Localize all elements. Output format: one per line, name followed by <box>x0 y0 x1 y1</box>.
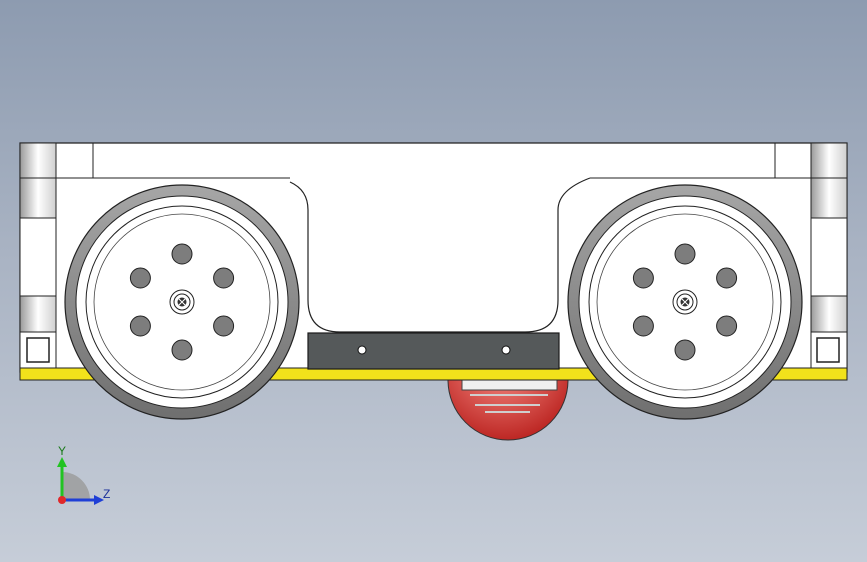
bolt-hole <box>716 267 738 289</box>
bolt-hole <box>129 315 151 337</box>
right-wheel-bolts <box>632 243 738 361</box>
bolt-hole <box>674 339 696 361</box>
bolt-hole <box>674 243 696 265</box>
bracket-hole-right <box>501 345 511 355</box>
center-bracket <box>307 332 560 370</box>
bolt-hole <box>213 267 235 289</box>
bolt-hole <box>716 315 738 337</box>
y-axis-label: Y <box>58 444 66 458</box>
triad-quadrant <box>62 472 90 500</box>
bolt-hole <box>632 315 654 337</box>
left-end-block <box>19 142 57 369</box>
bolt-hole <box>171 339 193 361</box>
bolt-hole <box>632 267 654 289</box>
bracket-hole-left <box>357 345 367 355</box>
left-wheel <box>64 184 300 420</box>
coordinate-triad[interactable]: Y Z <box>57 444 110 505</box>
bolt-hole <box>213 315 235 337</box>
left-wheel-bolts <box>129 243 235 361</box>
right-end-block <box>810 142 848 369</box>
right-wheel <box>567 184 803 420</box>
z-axis-label: Z <box>103 487 110 501</box>
x-axis-point <box>58 496 66 504</box>
bolt-hole <box>129 267 151 289</box>
bolt-hole <box>171 243 193 265</box>
